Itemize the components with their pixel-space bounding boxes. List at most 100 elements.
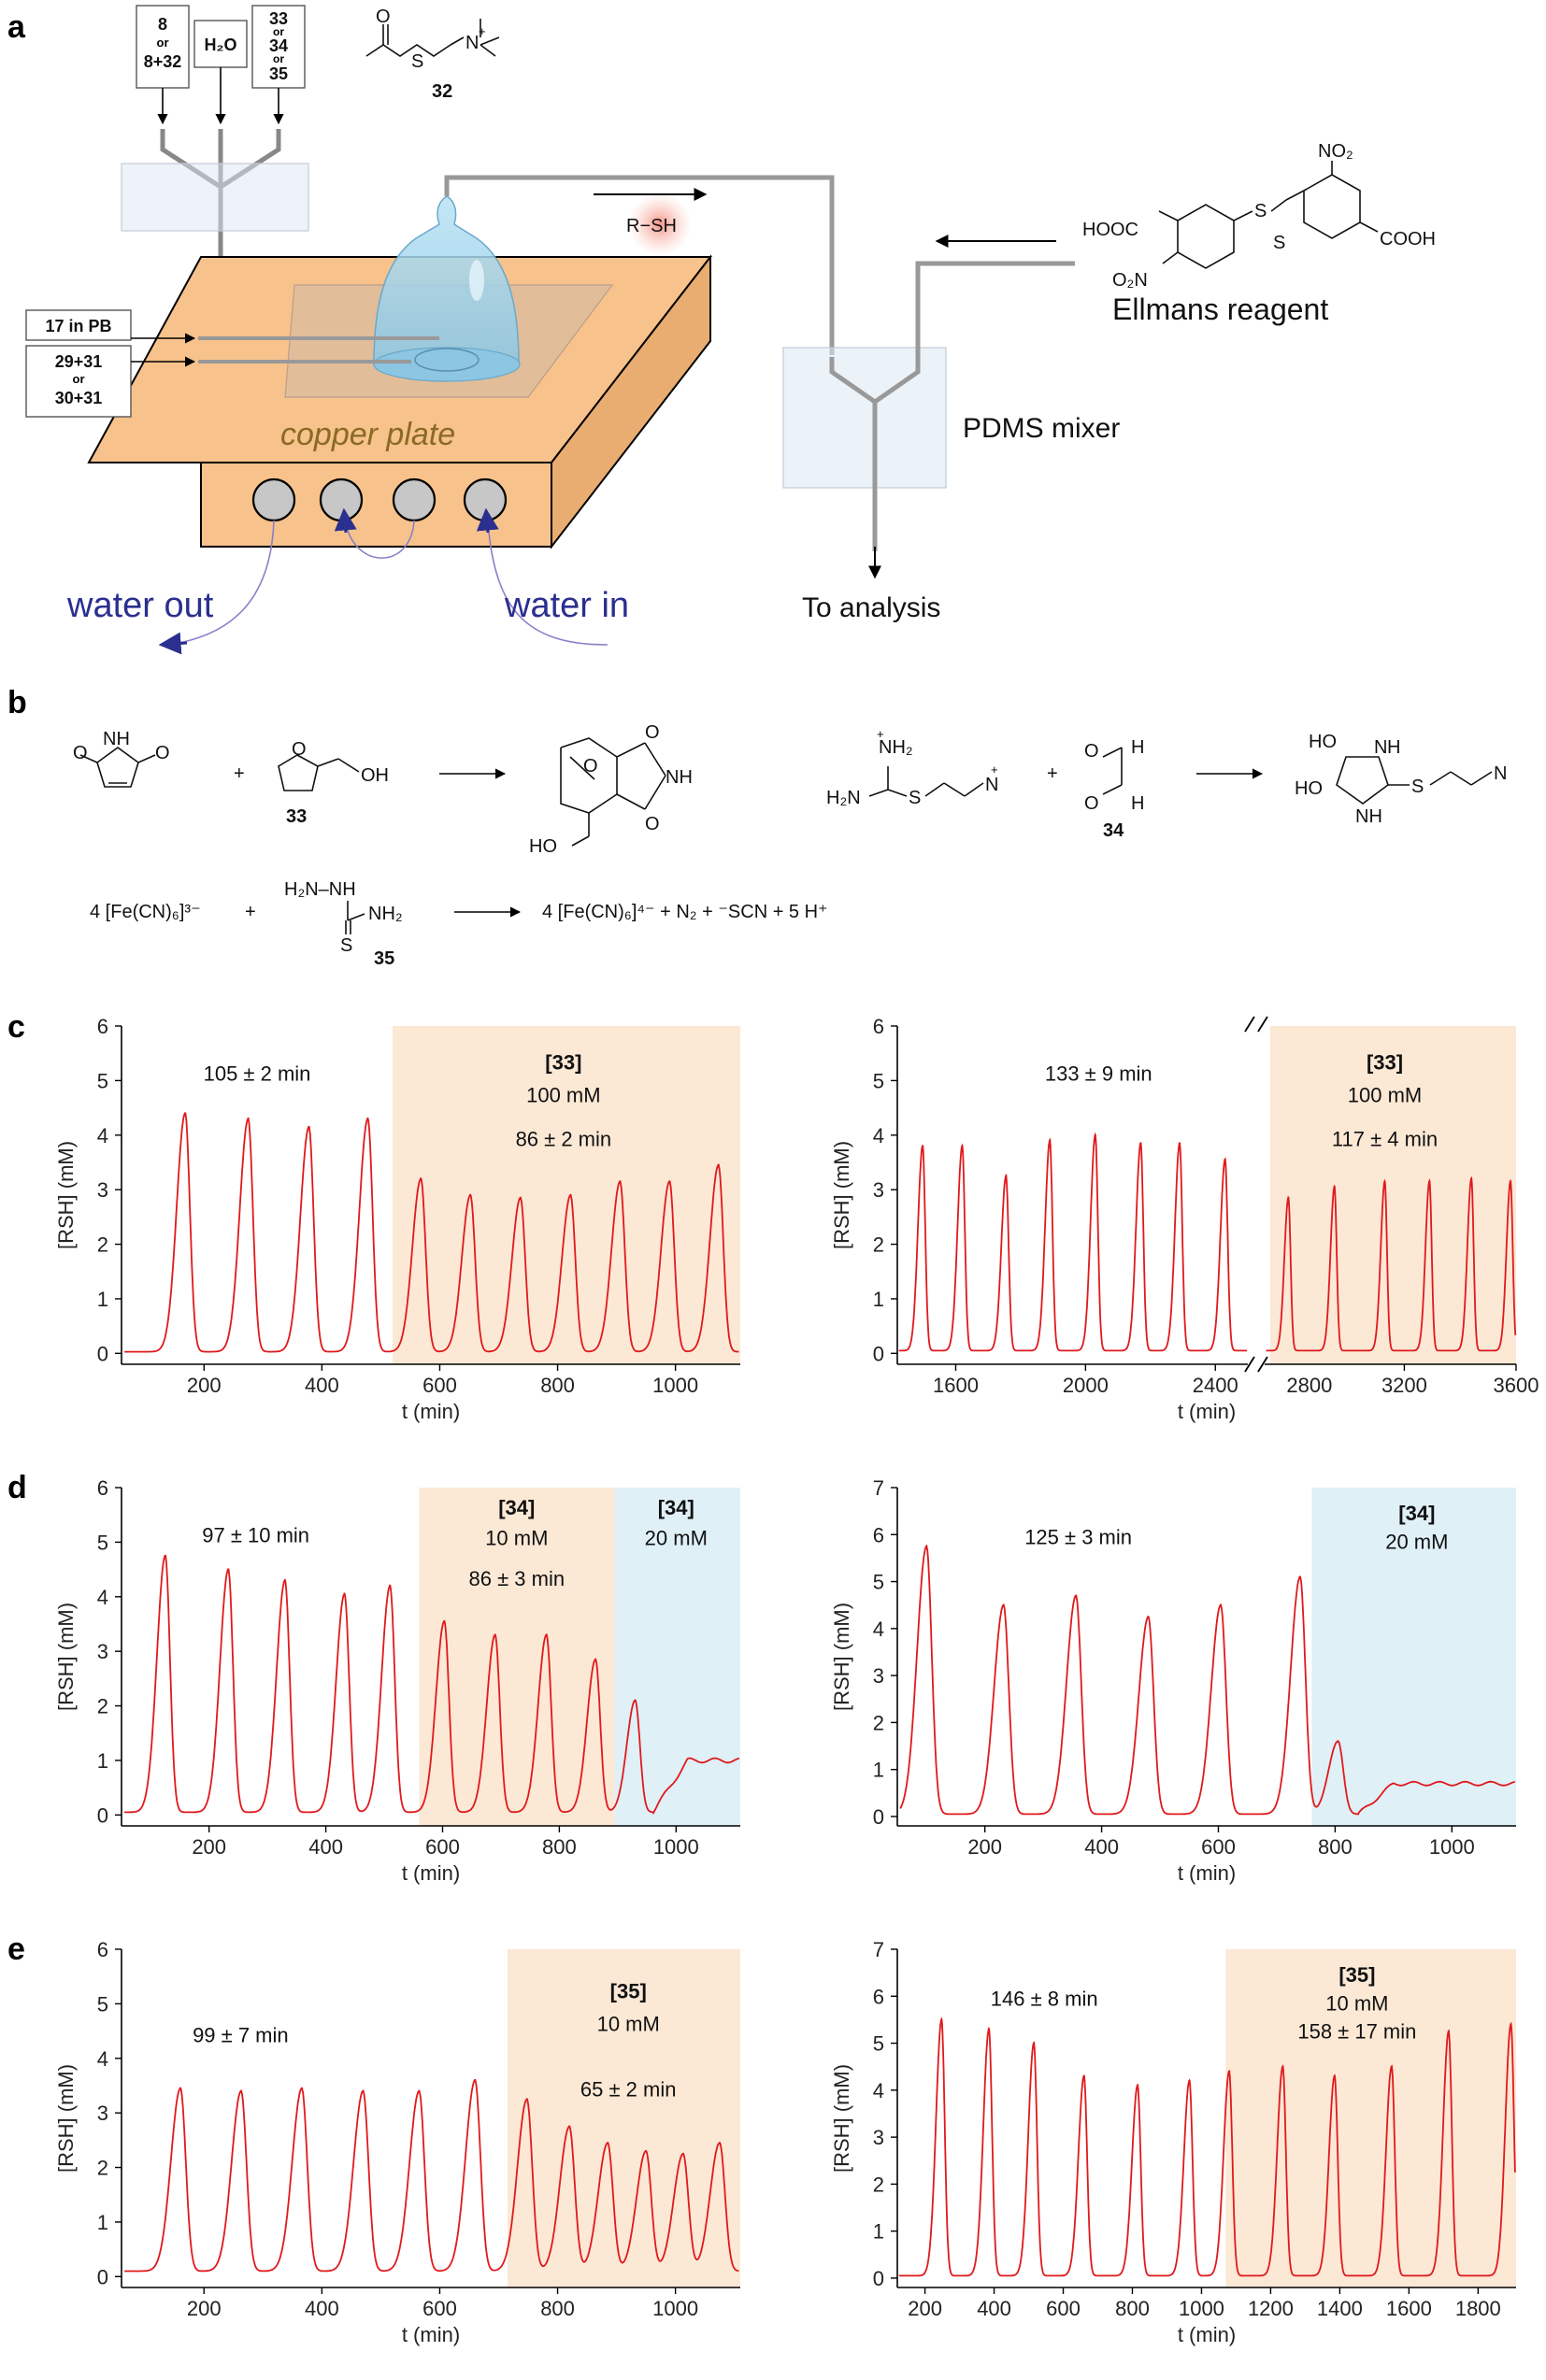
- y-tick-label: 3: [873, 1178, 884, 1202]
- y-tick-label: 5: [873, 2032, 884, 2056]
- pdms-mixer: [782, 261, 1075, 551]
- x-tick-label: 600: [422, 2297, 457, 2320]
- input-box-29-line2: or: [73, 372, 85, 386]
- peak-point-2: [227, 1568, 230, 1571]
- x-tick-label: 800: [540, 2297, 575, 2320]
- annotation-3: 100 mM: [526, 1084, 600, 1107]
- peak-point-2: [961, 1145, 964, 1147]
- product2-nh-top: N: [1374, 737, 1387, 758]
- y-tick-label: 5: [97, 1531, 108, 1554]
- x-axis-label: t (min): [1178, 1861, 1236, 1885]
- peak-point-11: [717, 1163, 720, 1167]
- y-tick-label: 6: [873, 1985, 884, 2008]
- water-loop-line: [345, 520, 415, 559]
- glyoxal-o2: O: [1084, 793, 1099, 814]
- peak-point-9: [594, 1658, 597, 1661]
- y-tick-label: 2: [97, 1695, 108, 1718]
- ellman-no2-top: NO₂: [1318, 141, 1353, 162]
- y-tick-label: 6: [873, 1015, 884, 1038]
- peak-point-10: [1390, 2065, 1394, 2068]
- ellman-cooh: COOH: [1380, 229, 1436, 249]
- peak-point-3: [308, 1125, 310, 1129]
- reaction3-s: S: [340, 935, 352, 956]
- thiosemicarbazide-structure: [345, 901, 365, 934]
- input-box-33-line3: 34: [269, 36, 288, 55]
- x-tick-label: 400: [305, 2297, 339, 2320]
- x-tick-label: 200: [908, 2297, 942, 2320]
- y-tick-label: 1: [873, 1288, 884, 1311]
- peak-point-4: [343, 1592, 346, 1596]
- y-tick-label: 4: [873, 1618, 884, 1641]
- peak-point-13: [1469, 1177, 1473, 1180]
- peak-point-11: [1383, 1180, 1386, 1183]
- x-tick-label: 1000: [1179, 2297, 1224, 2320]
- y-tick-label: 2: [97, 1233, 108, 1257]
- peak-point-9: [606, 2142, 609, 2145]
- annotation-2: [34]: [1398, 1502, 1435, 1525]
- peak-point-3: [1074, 1594, 1078, 1597]
- furfuryl-structure: [278, 754, 360, 791]
- compound-32-o: O: [376, 7, 391, 27]
- ellman-label: Ellmans reagent: [1112, 292, 1328, 326]
- y-tick-label: 6: [97, 1476, 108, 1500]
- panel-letter-d: d: [7, 1470, 27, 1505]
- y-tick-label: 4: [873, 2079, 884, 2102]
- peak-point-4: [1147, 1616, 1150, 1618]
- annotation-3: 10 mM: [597, 2013, 660, 2036]
- y-tick-label: 3: [97, 1178, 108, 1202]
- annotation-1: 105 ± 2 min: [204, 1062, 311, 1085]
- annotation-1: 97 ± 10 min: [202, 1523, 309, 1546]
- y-axis-label: [RSH] (mM): [830, 1603, 853, 1711]
- product1-o2: O: [645, 814, 660, 834]
- peak-point-4: [366, 1118, 369, 1120]
- peak-point-3: [1032, 2042, 1036, 2045]
- y-tick-label: 5: [97, 1992, 108, 2016]
- y-tick-label: 1: [97, 1749, 108, 1773]
- shaded-region-1: [1269, 1026, 1516, 1364]
- peak-point-2: [247, 1118, 250, 1120]
- y-tick-label: 5: [873, 1571, 884, 1594]
- reaction3-hydrazine: H₂N–NH: [284, 879, 356, 900]
- peak-point-5: [1094, 1133, 1096, 1136]
- y-axis-label: [RSH] (mM): [54, 1141, 78, 1249]
- x-tick-label: 400: [305, 1374, 339, 1397]
- compound-32-s: S: [411, 51, 423, 72]
- maleimide-o1: O: [73, 743, 88, 763]
- peak-point-2: [1002, 1603, 1005, 1606]
- x-tick-label: 1600: [1386, 2297, 1432, 2320]
- pdms-mixer-label: PDMS mixer: [963, 413, 1120, 444]
- product1-nh: NH: [666, 767, 693, 788]
- data-trace-1: [899, 1544, 1515, 1816]
- shaded-region-2: [614, 1488, 740, 1826]
- y-axis-label: [RSH] (mM): [54, 1603, 78, 1711]
- ellman-s2: S: [1273, 233, 1285, 253]
- peak-point-11: [1447, 2030, 1451, 2033]
- outlet-tube: [444, 175, 835, 355]
- peak-point-14: [1509, 1180, 1512, 1183]
- product2-h-top: H: [1387, 737, 1400, 758]
- y-tick-label: 1: [97, 2211, 108, 2234]
- water-out-arrow: [158, 632, 188, 655]
- peak-point-10: [1333, 1186, 1336, 1189]
- y-tick-label: 0: [97, 1342, 108, 1365]
- axis-break-mark-2a: [1244, 1356, 1255, 1373]
- data-trace-1: [898, 2017, 1516, 2277]
- input-box-33-line1: 33: [269, 9, 288, 28]
- compound-32-n: N: [465, 33, 479, 53]
- ellman-hooc: HOOC: [1082, 220, 1138, 240]
- water-out-line: [167, 520, 275, 646]
- peak-point-4: [1082, 2074, 1085, 2077]
- y-tick-label: 4: [97, 2047, 108, 2071]
- product2-n: N: [1494, 763, 1507, 784]
- x-tick-label: 600: [1046, 2297, 1081, 2320]
- x-tick-label: 1000: [652, 1374, 698, 1397]
- axis-break-mark-1b: [1257, 1016, 1268, 1033]
- compound-33-label: 33: [286, 806, 307, 827]
- annotation-4: 86 ± 3 min: [469, 1567, 565, 1590]
- annotation-4: 158 ± 17 min: [1297, 2020, 1416, 2044]
- y-tick-label: 4: [97, 1586, 108, 1609]
- peak-point-7: [1337, 1740, 1339, 1743]
- peak-point-12: [1428, 1180, 1431, 1183]
